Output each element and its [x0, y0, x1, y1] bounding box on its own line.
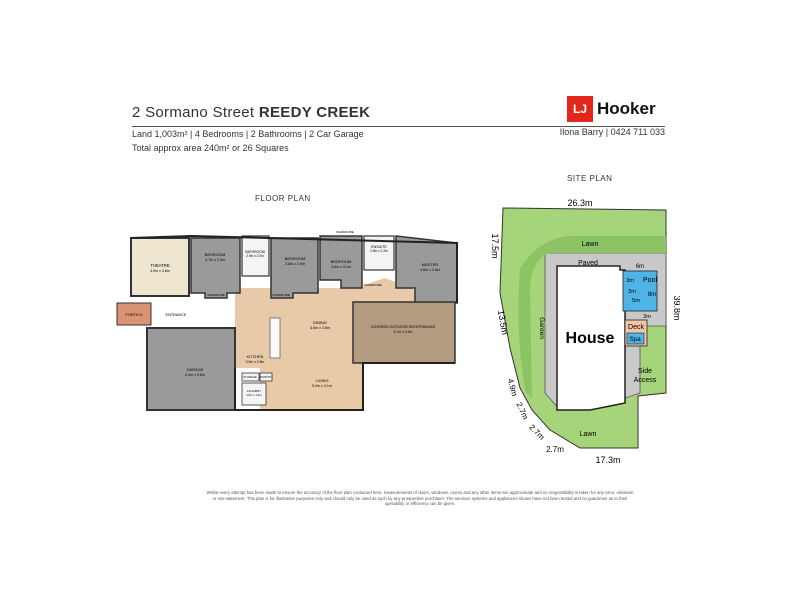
kitchen-island: [269, 317, 281, 359]
floor-plan-heading: FLOOR PLAN: [255, 194, 311, 203]
exterior-wall: [130, 234, 458, 303]
bathroom-size: 2.9m x 2.0m: [246, 254, 264, 258]
storage-label: STORAGE: [243, 375, 257, 379]
pool-dim-c: 5m: [632, 298, 640, 304]
laundry-label: LAUNDRY: [247, 389, 261, 393]
bedroom-1-label: BEDROOM: [205, 252, 226, 257]
wardrobe-label-2: WARDROBE: [272, 293, 290, 297]
bedroom-1-size: 3.7m x 3.0m: [205, 258, 225, 262]
house-label: House: [566, 330, 615, 347]
storage: [241, 372, 260, 382]
property-title: 2 Sormano Street REEDY CREEK: [132, 104, 370, 121]
theatre-label: THEATRE: [150, 263, 169, 268]
agent-contact: Ilona Barry | 0424 711 033: [559, 127, 665, 137]
bedroom-1: [190, 237, 241, 299]
laundry: [241, 382, 267, 406]
master-size: 4.6m x 3.5m: [420, 268, 440, 272]
portico: [116, 302, 152, 326]
pool-dim-w: 6m: [636, 264, 644, 270]
bathroom-label: BATHROOM: [245, 250, 265, 254]
living-size: 5.2m x 3.1m: [312, 384, 332, 388]
bathroom: [241, 235, 270, 277]
kitchen-size: 3.9m x 2.8m: [246, 360, 265, 364]
logo-mark: LJ: [567, 96, 593, 122]
lawn-top-label: Lawn: [582, 241, 599, 248]
garage-label: GARAGE: [186, 367, 203, 372]
pool: [622, 270, 658, 312]
side-access-label-1: Side: [638, 368, 652, 375]
suburb: REEDY CREEK: [258, 104, 371, 121]
bedroom-3-size: 3.6m x 3.1m: [331, 265, 351, 269]
header-divider: [132, 126, 665, 127]
bedroom-2-size: 3.8m x 3.0m: [285, 262, 305, 266]
address: 2 Sormano Street: [132, 104, 255, 121]
ensuite-size: 2.8m x 2.2m: [370, 249, 388, 253]
dim-left-middle: 13.5m: [496, 309, 510, 335]
garage: [146, 327, 236, 411]
covered-label: COVERED OUTDOOR ENTERTAINING: [371, 325, 436, 329]
dim-bottom: 17.3m: [595, 455, 620, 465]
dim-right: 39.8m: [672, 295, 680, 320]
bedroom-2-label: BEDROOM: [285, 256, 306, 261]
floor-plan-drawing: THEATRE 3.9m x 3.8m BEDROOM 3.7m x 3.0m …: [116, 230, 458, 411]
portico-label: PORTICO: [125, 313, 142, 317]
paved-label: Paved: [578, 260, 598, 267]
wardrobe-label-3: WARDROBE: [364, 283, 382, 287]
site-plan-heading: SITE PLAN: [567, 174, 613, 183]
side-access-label-2: Access: [634, 377, 657, 384]
pool-dim-d: 8m: [648, 292, 656, 298]
wardrobe-label-1: WARDROBE: [207, 293, 225, 297]
bedroom-3-label: BEDROOM: [331, 259, 352, 264]
floor-plan-sheet: 2 Sormano Street REEDY CREEK LJ Hooker L…: [100, 90, 700, 530]
garden-label: Garden: [538, 317, 545, 339]
lj-hooker-logo: LJ Hooker: [567, 96, 665, 122]
deck-label: Deck: [628, 324, 644, 331]
spa: [626, 332, 645, 345]
entrance-label: ENTRANCE: [166, 313, 187, 317]
pantry: [259, 372, 273, 382]
bedroom-2: [270, 237, 319, 299]
living-label: LIVING: [315, 378, 328, 383]
dining-size: 4.5m x 3.8m: [310, 326, 330, 330]
dim-top: 26.3m: [567, 198, 592, 208]
pool-dim-a: 3m: [626, 278, 634, 284]
bedroom-3: [319, 235, 363, 289]
garage-size: 6.0m x 5.8m: [185, 373, 205, 377]
master-label: MASTER: [422, 262, 439, 267]
covered-size: 6.7m x 3.3m: [394, 330, 413, 334]
disclaimer: Whilst every attempt has been made to en…: [206, 490, 634, 506]
spa-label: Spa: [629, 336, 641, 343]
laundry-size: 1.8m x 1.9m: [246, 393, 262, 397]
dim-diag-4: 2.7m: [546, 445, 564, 454]
property-details: Land 1,003m² | 4 Bedrooms | 2 Bathrooms …: [132, 129, 364, 139]
pool-dim-e: 3m: [643, 314, 651, 320]
dining-label: DINING: [313, 320, 327, 325]
logo-name: Hooker: [597, 99, 656, 118]
theatre-size: 3.9m x 3.8m: [150, 269, 170, 273]
exterior-wall-south: [234, 362, 455, 411]
dim-diag-2: 2.7m: [514, 401, 530, 421]
ensuite-label: ENSUITE: [371, 245, 387, 249]
dim-diag-1: 4.9m: [506, 378, 519, 398]
wardrobe-label-4: WARDROBE: [336, 230, 354, 234]
pantry-label: PANTRY: [260, 375, 271, 379]
site-plan-drawing: House Pool 6m 3m 3m 5m 8m 3m Deck Spa Si…: [490, 198, 680, 465]
pool-dim-b: 3m: [628, 289, 636, 295]
dim-left-upper: 17.5m: [490, 233, 500, 258]
kitchen-label: KITCHEN: [247, 355, 264, 359]
pool-label: Pool: [643, 277, 657, 284]
lawn-bottom-label: Lawn: [580, 431, 597, 438]
property-area: Total approx area 240m² or 26 Squares: [132, 143, 289, 153]
dim-diag-3: 2.7m: [527, 423, 546, 442]
garden-strip: [518, 236, 666, 398]
